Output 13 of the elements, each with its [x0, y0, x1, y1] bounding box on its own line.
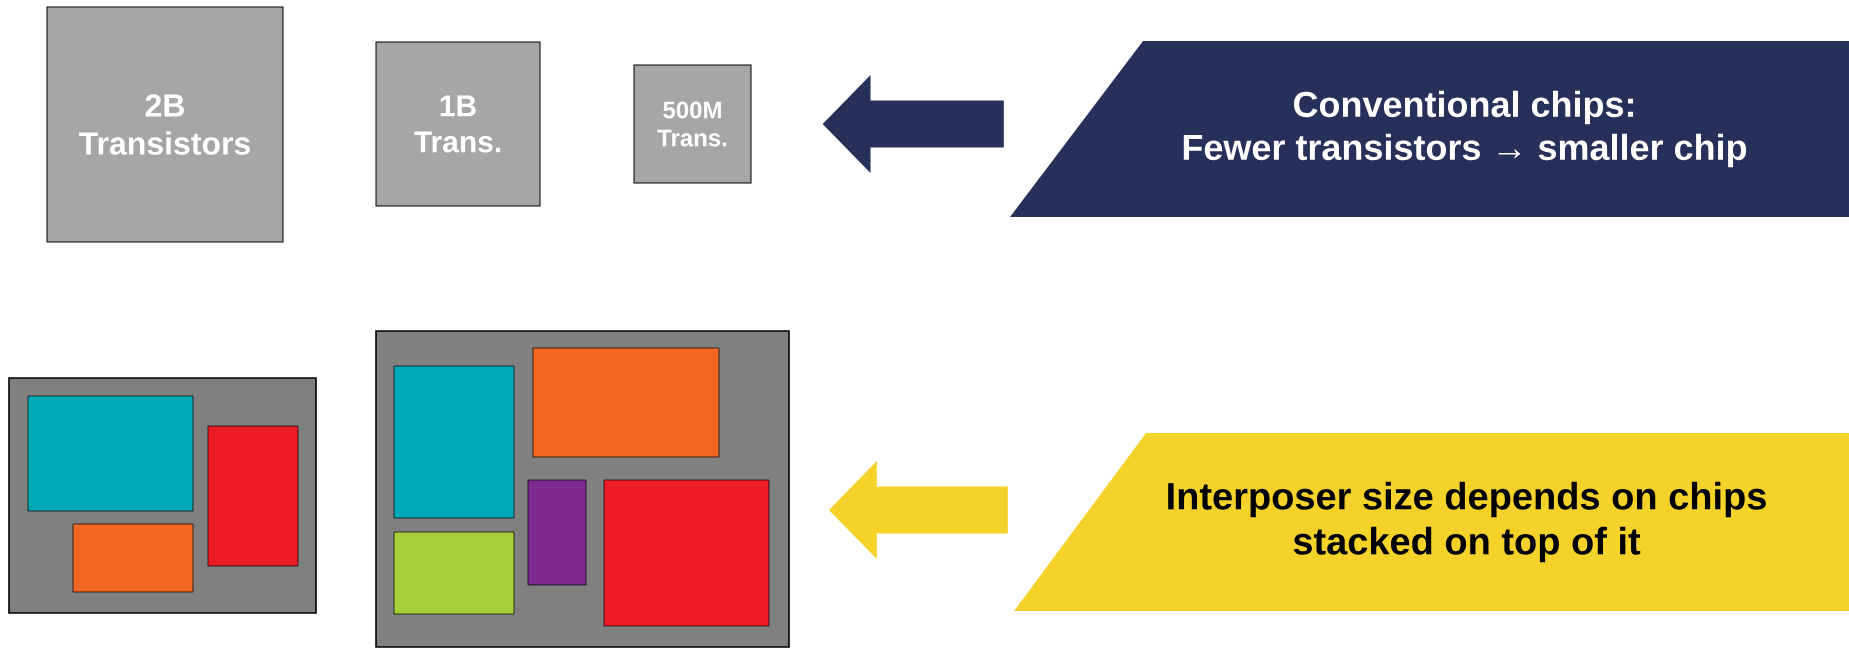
- chip-die: [527, 479, 587, 586]
- chip-die: [393, 365, 515, 519]
- banner: Conventional chips: Fewer transistors → smaller chip: [1010, 41, 1849, 217]
- chip-box: 500M Trans.: [633, 64, 752, 184]
- chip-die: [27, 395, 194, 512]
- chip-die: [532, 347, 720, 458]
- chip-box: 1B Trans.: [375, 41, 541, 207]
- banner: Interposer size depends on chips stacked on top of it: [1014, 433, 1849, 611]
- chip-die: [393, 531, 515, 615]
- chip-die: [207, 425, 299, 567]
- chip-die: [72, 523, 194, 593]
- chip-die: [603, 479, 770, 627]
- chip-box: 2B Transistors: [46, 6, 284, 243]
